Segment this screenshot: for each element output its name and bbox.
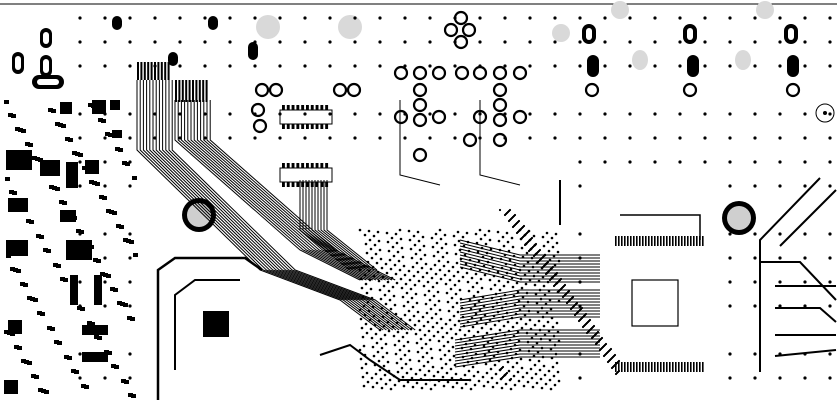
top-mounting-holes [256, 1, 774, 70]
oval-pads [12, 16, 799, 89]
qfp-chips [203, 279, 679, 337]
through-hole-pads [250, 10, 801, 163]
trace-bundles [136, 80, 701, 400]
via-grid [78, 16, 832, 391]
oval-pad-holes [15, 28, 794, 85]
right-connector [759, 177, 837, 372]
smd-components [4, 62, 704, 398]
